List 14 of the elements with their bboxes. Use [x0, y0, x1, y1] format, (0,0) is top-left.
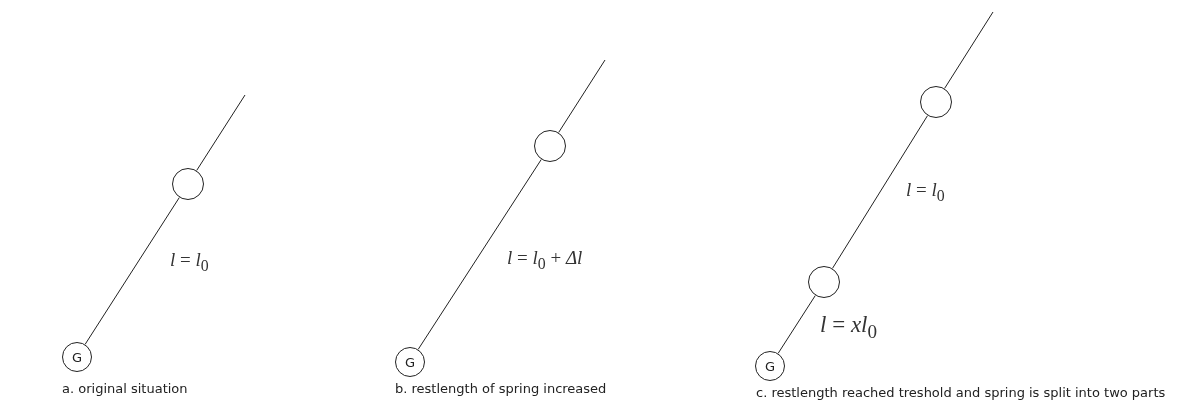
spring-line	[944, 11, 994, 89]
spring-line	[831, 115, 929, 269]
mass-node-circle	[534, 130, 566, 162]
spring-line	[196, 94, 246, 172]
spring-line	[558, 59, 606, 133]
ground-node-circle: G	[755, 351, 785, 381]
mass-node-circle	[920, 86, 952, 118]
spring-line	[84, 196, 180, 345]
ground-node-circle: G	[395, 347, 425, 377]
spring-line	[777, 294, 816, 354]
ground-node-circle: G	[62, 342, 92, 372]
mass-node-circle	[808, 266, 840, 298]
mass-node-circle	[172, 168, 204, 200]
spring-line	[417, 158, 542, 350]
